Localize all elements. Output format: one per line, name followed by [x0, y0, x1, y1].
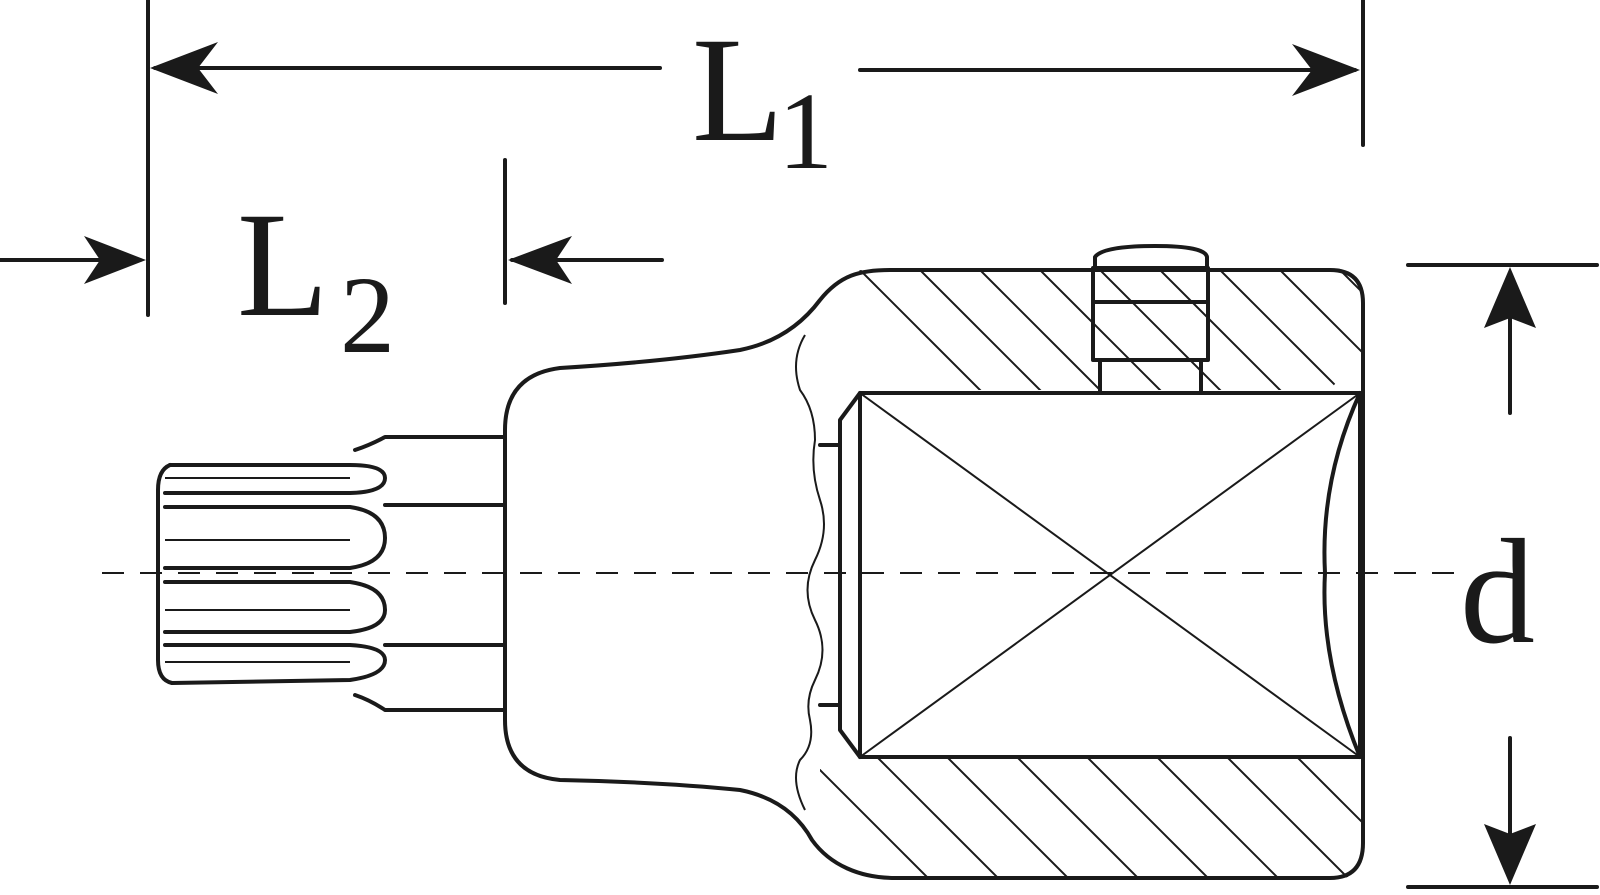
dimension-l1: [146, 0, 1365, 317]
label-l1: L: [692, 7, 784, 173]
dimension-d: [1406, 263, 1599, 889]
label-l2: L: [237, 182, 329, 348]
section-hatching-bottom: [820, 757, 1363, 880]
label-d: d: [1460, 509, 1535, 675]
detent-pin: [1091, 244, 1210, 395]
body-transition-curve: [795, 334, 825, 811]
square-drive-recess: [818, 391, 1362, 759]
section-hatching: [820, 268, 1363, 390]
socket-body-outline: [503, 268, 1365, 880]
label-l2-subscript: 2: [340, 254, 395, 376]
spline-bit: [156, 435, 507, 712]
label-l1-subscript: 1: [778, 70, 833, 192]
dimension-l2: [0, 158, 664, 305]
